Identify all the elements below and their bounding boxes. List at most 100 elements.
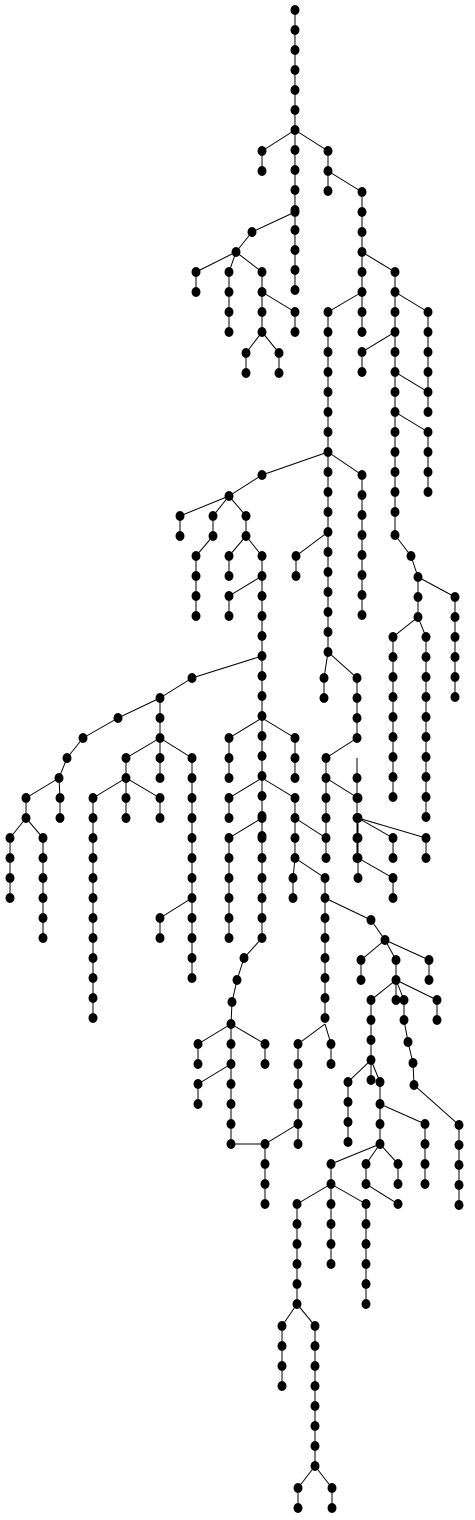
tree-node bbox=[393, 1199, 403, 1209]
tree-edge bbox=[330, 1183, 367, 1205]
tree-node bbox=[391, 955, 401, 965]
tree-node bbox=[366, 1055, 376, 1065]
tree-node bbox=[432, 995, 442, 1005]
tree-node bbox=[277, 1321, 287, 1331]
tree-node bbox=[260, 1139, 270, 1149]
tree-node bbox=[326, 1239, 336, 1249]
tree-edge bbox=[395, 979, 438, 1001]
tree-node bbox=[357, 287, 367, 297]
tree-node bbox=[62, 753, 72, 763]
tree-node bbox=[423, 347, 433, 357]
tree-node bbox=[357, 530, 367, 540]
tree-node bbox=[257, 771, 267, 781]
tree-node bbox=[226, 1119, 236, 1129]
tree-node bbox=[38, 913, 48, 923]
tree-node bbox=[388, 712, 398, 722]
tree-node bbox=[352, 733, 362, 743]
tree-node bbox=[187, 893, 197, 903]
tree-node bbox=[224, 813, 234, 823]
tree-node bbox=[323, 467, 333, 477]
tree-node bbox=[290, 833, 300, 843]
tree-node bbox=[424, 975, 434, 985]
tree-node bbox=[290, 265, 300, 275]
tree-node bbox=[423, 367, 433, 377]
tree-edge bbox=[325, 777, 359, 799]
tree-node bbox=[191, 551, 201, 561]
tree-node bbox=[388, 692, 398, 702]
tree-node bbox=[121, 793, 131, 803]
tree-node bbox=[326, 1159, 336, 1169]
tree-node bbox=[187, 913, 197, 923]
tree-node bbox=[320, 873, 330, 883]
tree-edge bbox=[297, 1023, 326, 1045]
tree-node bbox=[326, 1179, 336, 1189]
tree-node bbox=[454, 1120, 464, 1130]
tree-node bbox=[421, 853, 431, 863]
tree-node bbox=[292, 1199, 302, 1209]
tree-node bbox=[290, 5, 300, 15]
tree-node bbox=[390, 367, 400, 377]
tree-node bbox=[257, 933, 267, 943]
tree-node bbox=[193, 1099, 203, 1109]
tree-edge bbox=[179, 495, 230, 517]
tree-node bbox=[290, 105, 300, 115]
tree-node bbox=[357, 510, 367, 520]
tree-node bbox=[421, 652, 431, 662]
tree-node bbox=[224, 591, 234, 601]
tree-node bbox=[320, 1013, 330, 1023]
tree-node bbox=[343, 1137, 353, 1147]
tree-node bbox=[155, 793, 165, 803]
tree-node bbox=[191, 571, 201, 581]
tree-node bbox=[187, 833, 197, 843]
tree-node bbox=[423, 487, 433, 497]
tree-node bbox=[326, 1059, 336, 1069]
tree-node bbox=[290, 45, 300, 55]
tree-node bbox=[423, 327, 433, 337]
tree-node bbox=[420, 1119, 430, 1129]
tree-node bbox=[88, 893, 98, 903]
tree-node bbox=[353, 853, 363, 863]
tree-node bbox=[320, 953, 330, 963]
tree-edge bbox=[228, 474, 263, 497]
tree-node bbox=[390, 327, 400, 337]
tree-node bbox=[323, 447, 333, 457]
tree-node bbox=[260, 1199, 270, 1209]
tree-node bbox=[319, 693, 329, 703]
tree-edge bbox=[197, 1063, 232, 1085]
tree-node bbox=[450, 672, 460, 682]
tree-node bbox=[290, 225, 300, 235]
tree-node bbox=[224, 733, 234, 743]
tree-node bbox=[323, 367, 333, 377]
tree-edge bbox=[295, 531, 329, 557]
tree-node bbox=[290, 733, 300, 743]
tree-node bbox=[260, 1159, 270, 1169]
tree-node bbox=[357, 610, 367, 620]
tree-node bbox=[257, 631, 267, 641]
tree-edge bbox=[264, 1123, 299, 1145]
tree-node bbox=[403, 1037, 413, 1047]
tree-node bbox=[343, 1077, 353, 1087]
tree-node bbox=[224, 893, 234, 903]
tree-node bbox=[357, 367, 367, 377]
tree-node bbox=[155, 773, 165, 783]
tree-node bbox=[241, 511, 251, 521]
tree-node bbox=[343, 1117, 353, 1127]
tree-node bbox=[290, 793, 300, 803]
tree-node bbox=[450, 612, 460, 622]
tree-node bbox=[320, 913, 330, 923]
tree-node bbox=[326, 1259, 336, 1269]
tree-node bbox=[390, 267, 400, 277]
tree-node bbox=[353, 833, 363, 843]
tree-node bbox=[257, 307, 267, 317]
tree-node bbox=[421, 672, 431, 682]
tree-node bbox=[257, 711, 267, 721]
tree-node bbox=[5, 853, 15, 863]
tree-node bbox=[88, 833, 98, 843]
tree-node bbox=[191, 591, 201, 601]
tree-node bbox=[423, 467, 433, 477]
tree-node bbox=[88, 913, 98, 923]
tree-node bbox=[290, 327, 300, 337]
tree-edge bbox=[261, 291, 296, 313]
tree-node bbox=[399, 995, 409, 1005]
tree-edge bbox=[296, 1183, 332, 1205]
